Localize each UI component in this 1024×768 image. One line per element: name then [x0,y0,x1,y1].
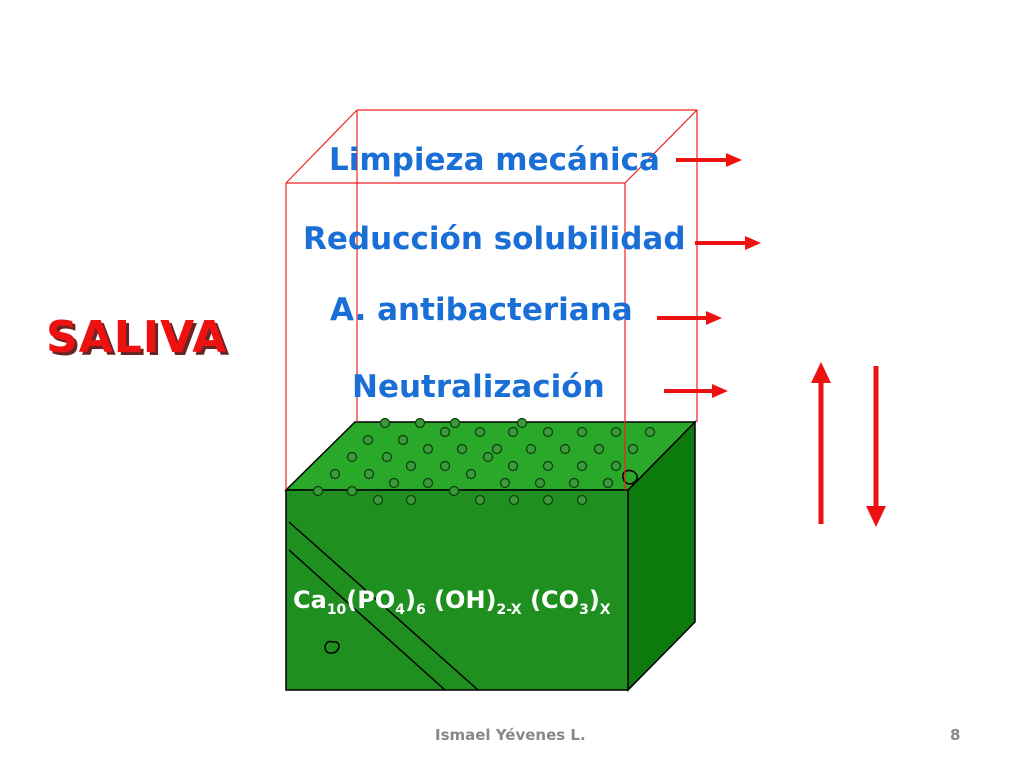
mineral-dot [491,443,503,455]
mineral-particles [312,417,656,506]
label-limpieza-mecanica: Limpieza mecánica [329,142,660,178]
enamel-front-face [285,489,629,691]
function-arrows [657,153,761,398]
mineral-dot [474,426,486,438]
box-edge [285,109,358,184]
enamel-block [284,417,697,692]
mineral-dot [405,494,417,506]
formula-part: Ca [293,586,327,614]
mineral-dot [422,443,434,455]
mineral-dot [559,443,571,455]
mineral-dot [568,477,580,489]
mineral-dot [499,477,511,489]
mineral-dot [576,494,588,506]
mineral-dot [507,426,519,438]
mineral-dot [542,426,554,438]
mineral-dot [362,434,374,446]
mineral-dot [329,468,341,480]
crack-line [288,549,446,691]
mineral-dot [397,434,409,446]
mineral-dot [507,460,519,472]
mineral-dot [422,477,434,489]
formula-sub: 2-X [496,602,522,618]
mineral-dot [508,494,520,506]
mineral-dot [534,477,546,489]
arrow-up-head [811,362,831,383]
mineral-dot [381,451,393,463]
mineral-dot [312,485,324,497]
mineral-dot [610,460,622,472]
mineral-dot [363,468,375,480]
formula-sub: X [599,602,611,618]
saliva-title: SALIVA [46,312,228,363]
defect-mark [622,469,638,485]
formula-part: ) [588,586,600,614]
formula-part: (PO [346,586,396,614]
arrow-head [745,236,761,250]
mineral-dot [627,443,639,455]
box-edge [624,109,698,184]
label-accion-antibacteriana: A. antibacteriana [330,292,633,328]
mineral-dot [602,477,614,489]
mineral-dot [593,443,605,455]
arrow-head [726,153,742,167]
page-number: 8 [950,726,961,744]
mineral-dot [346,451,358,463]
mineral-dot [388,477,400,489]
exchange-arrows [811,362,886,527]
formula-sub: 10 [326,602,347,618]
mineral-dot [542,494,554,506]
mineral-dot [576,426,588,438]
mineral-dot [346,485,358,497]
mineral-dot [414,417,426,429]
label-reduccion-solubilidad: Reducción solubilidad [303,221,686,257]
mineral-dot [405,460,417,472]
mineral-dot [456,443,468,455]
formula-sub: 4 [395,602,406,618]
mineral-dot [449,417,461,429]
mineral-dot [525,443,537,455]
mineral-dot [576,460,588,472]
footer-author: Ismael Yévenes L. [435,726,586,744]
mineral-dot [644,426,656,438]
defect-mark [324,640,340,654]
mineral-dot [465,468,477,480]
mineral-dot [439,426,451,438]
mineral-dot [474,494,486,506]
hydroxyapatite-formula: Ca10(PO4)6 (OH)2-X (CO3)X [293,586,611,618]
mineral-dot [372,494,384,506]
mineral-dot [379,417,391,429]
arrow-head [706,311,722,325]
mineral-dot [610,426,622,438]
formula-part: (OH) [425,586,497,614]
formula-sub: 3 [579,602,589,618]
formula-part: (CO [521,586,580,614]
arrow-down-head [866,506,886,527]
formula-part: ) [405,586,416,614]
arrow-head [712,384,728,398]
mineral-dot [482,451,494,463]
crack-line [288,521,479,691]
formula-sub: 6 [415,602,426,618]
mineral-dot [516,417,528,429]
mineral-dot [439,460,451,472]
label-neutralizacion: Neutralización [352,369,605,405]
mineral-dot [448,485,460,497]
mineral-dot [542,460,554,472]
